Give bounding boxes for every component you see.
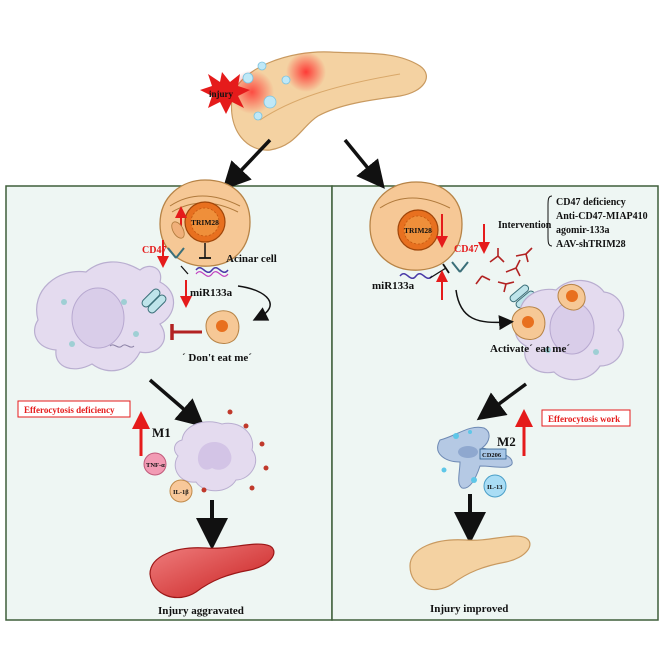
efferocytosis-deficiency-label: Efferocytosis deficiency — [24, 405, 115, 415]
trim28-right-label: TRIM28 — [404, 226, 432, 235]
cytokine-dot — [243, 423, 249, 429]
inhibit-bar — [442, 263, 450, 274]
nucleolus-left — [190, 207, 220, 237]
efferocytosis-work-label: Efferocytosis work — [548, 414, 620, 424]
apoptotic-cell-right — [511, 306, 546, 340]
injury-improved-label: Injury improved — [430, 603, 508, 615]
m1-macrophage — [174, 421, 257, 492]
cytokine-dot — [227, 409, 233, 415]
cd206-box — [479, 448, 507, 460]
cytokine-dot — [259, 441, 265, 447]
pancreas-top — [230, 51, 427, 151]
m1-label: M1 — [152, 425, 171, 440]
activate-eat-me-label: Activate´ eat me´ — [490, 343, 570, 355]
cytokine-dot — [468, 430, 472, 434]
cytokine-dot — [471, 477, 477, 483]
sirpa-receptor — [141, 288, 167, 314]
injury-starburst — [200, 72, 250, 114]
pancreas-healthy — [409, 535, 531, 591]
il1b-label: IL-1β — [173, 489, 189, 496]
arrow-to-apoptotic-left — [237, 285, 271, 321]
il13-label: IL-13 — [487, 484, 503, 491]
il13-bubble — [483, 474, 507, 498]
vesicle — [593, 349, 599, 355]
vesicle — [121, 299, 127, 305]
rna-icon — [195, 271, 229, 277]
intervention-item-4: AAV-shTRIM28 — [556, 239, 626, 250]
cytokine-dot — [249, 485, 255, 491]
il1b-bubble — [169, 479, 193, 503]
rna-icon — [399, 273, 433, 279]
mitochondrion-icon — [171, 221, 185, 239]
cd206-label: CD206 — [482, 452, 502, 459]
injury-label: injury — [209, 89, 234, 99]
vesicle — [61, 299, 67, 305]
er-icon — [169, 195, 241, 207]
apoptotic-cell-left — [205, 310, 240, 344]
cd47-left-label: CD47 — [142, 245, 166, 256]
arrow-to-left — [222, 138, 272, 191]
cd47-receptor-icon — [167, 247, 185, 259]
intervention-bracket — [547, 195, 553, 247]
m2-macrophage — [437, 426, 513, 489]
intervention-item-3: agomir-133a — [556, 225, 610, 236]
vesicle — [69, 341, 75, 347]
efferocytosis-deficiency-box — [17, 400, 131, 418]
engulfed-cell — [557, 283, 586, 311]
pancreas-injured — [149, 543, 275, 599]
tnf-alpha-bubble — [143, 452, 167, 476]
dont-eat-me-label: ´ Don't eat me´ — [182, 352, 252, 364]
efferocytosis-work-box — [541, 409, 631, 427]
rna-icon — [195, 267, 229, 273]
arrow-to-right — [343, 138, 385, 189]
m2-label: M2 — [497, 434, 516, 449]
mir133a-right-label: miR133a — [372, 280, 415, 292]
macrophage-left-nucleus — [71, 287, 125, 349]
arrow-to-m1 — [148, 378, 205, 428]
anti-cd47-antibody-cluster — [475, 247, 533, 293]
intervention-item-2: Anti-CD47-MIAP410 — [556, 211, 648, 222]
arrow-to-apoptotic-right — [455, 289, 514, 331]
mir133a-left-label: miR133a — [190, 287, 233, 299]
cytokine-dot — [201, 487, 207, 493]
intervention-label: Intervention — [498, 220, 552, 231]
nucleolus-right — [403, 215, 433, 245]
vesicle — [133, 331, 139, 337]
intervention-item-1: CD47 deficiency — [556, 197, 626, 208]
acinar-cell-label: Acinar cell — [226, 253, 277, 265]
vesicle — [545, 347, 551, 353]
tnf-alpha-label: TNF-α — [146, 462, 165, 469]
arrow-to-m2 — [476, 382, 528, 421]
cytokine-dot — [453, 433, 459, 439]
er-icon — [379, 197, 451, 209]
inhibit-cd47-line — [180, 265, 189, 275]
cd47-receptor-icon — [451, 261, 469, 273]
cytokine-dot — [263, 465, 269, 471]
cd47-right-label: CD47 — [454, 244, 478, 255]
injury-aggravated-label: Injury aggravated — [158, 605, 244, 617]
trim28-left-label: TRIM28 — [191, 218, 219, 227]
mitochondria-icon — [109, 344, 135, 348]
cytokine-dot — [441, 467, 447, 473]
